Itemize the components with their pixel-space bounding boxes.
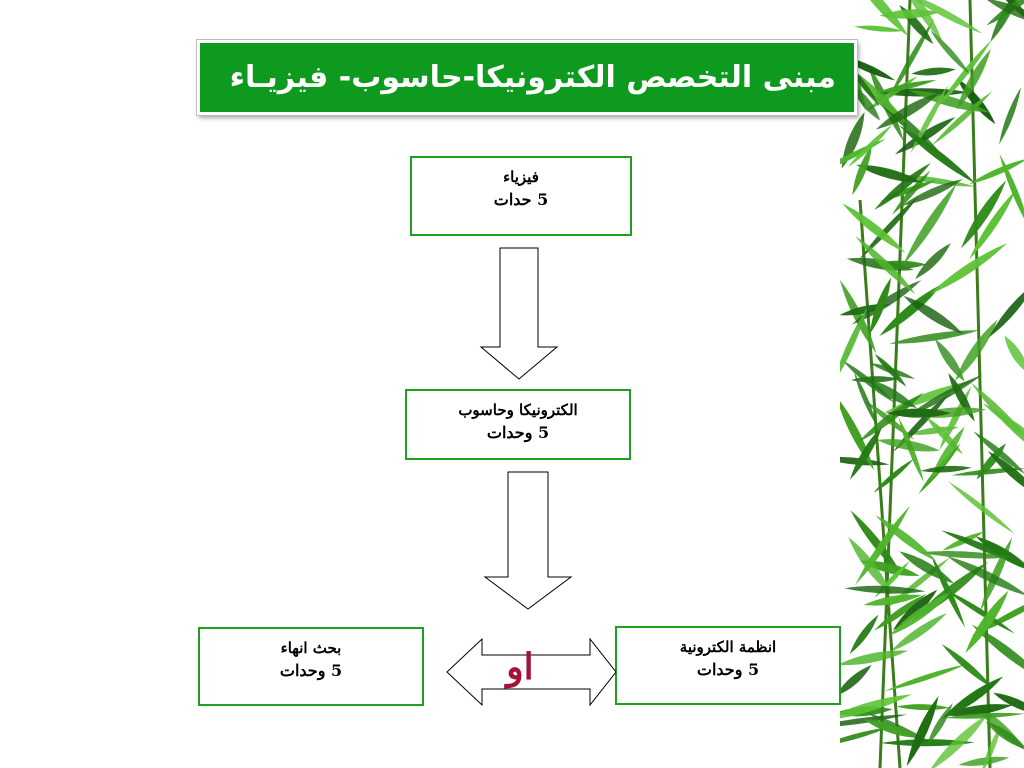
title-bar: مبنى التخصص الكترونيكا-حاسوب- فيزيـاء <box>197 40 857 115</box>
physics-box: فيزياء 5 حدات <box>410 156 632 236</box>
slide-title: مبنى التخصص الكترونيكا-حاسوب- فيزيـاء <box>229 60 836 95</box>
electronics-computer-box: الكترونيكا وحاسوب 5 وحدات <box>405 389 631 460</box>
final-research-units: 5 وحدات <box>279 661 343 680</box>
bamboo-decoration <box>840 0 1024 768</box>
electronics-computer-units: 5 وحدات <box>486 423 550 442</box>
electronic-systems-box: انظمة الكترونية 5 وحدات <box>615 626 841 705</box>
final-research-name: بحث انهاء <box>280 639 342 657</box>
down-arrow-2 <box>483 471 573 610</box>
or-label: او <box>506 646 534 688</box>
final-research-box: بحث انهاء 5 وحدات <box>198 627 424 706</box>
physics-units: 5 حدات <box>493 190 549 209</box>
physics-name: فيزياء <box>503 168 539 186</box>
electronic-systems-name: انظمة الكترونية <box>679 638 777 656</box>
electronic-systems-units: 5 وحدات <box>696 660 760 679</box>
electronics-computer-name: الكترونيكا وحاسوب <box>458 401 578 419</box>
down-arrow-1 <box>479 247 559 380</box>
